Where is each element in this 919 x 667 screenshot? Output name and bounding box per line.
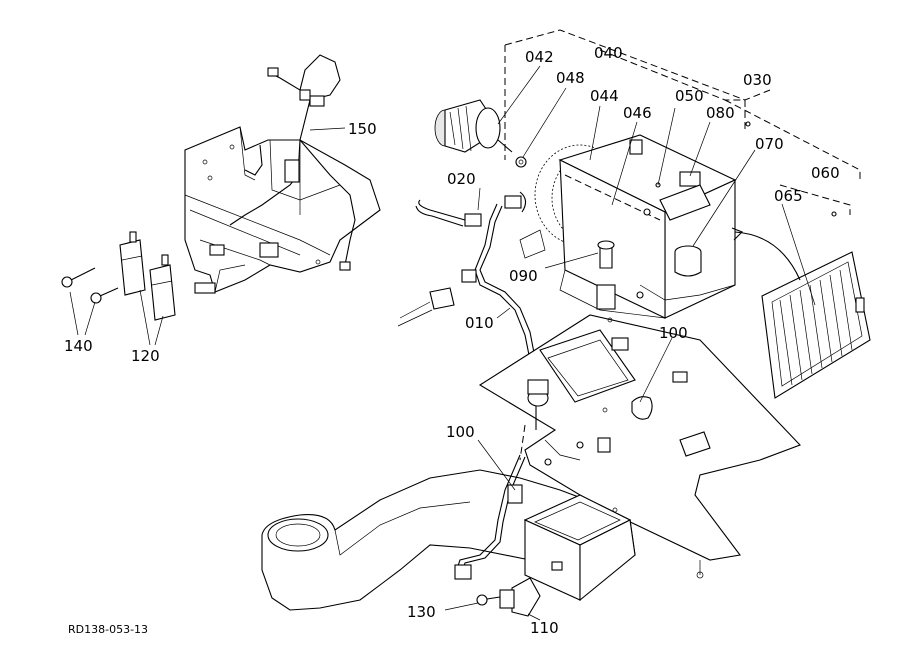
heater-box-part	[558, 134, 737, 319]
motor-part	[434, 99, 527, 168]
sensor-plug-part	[519, 379, 549, 461]
bracket-panel-assembly	[184, 54, 381, 294]
air-duct-part	[261, 469, 636, 611]
thermistor-part	[476, 577, 541, 617]
callout-120: 120	[131, 347, 160, 365]
callout-046: 046	[623, 104, 652, 122]
filter-part	[761, 211, 871, 399]
callout-042: 042	[525, 48, 554, 66]
leader-lines	[444, 65, 816, 621]
callout-140: 140	[64, 337, 93, 355]
callout-150: 150	[348, 120, 377, 138]
callout-065: 065	[774, 187, 803, 205]
callout-130: 130	[407, 603, 436, 621]
diagram-code: RD138-053-13	[68, 623, 148, 636]
callout-040: 040	[594, 44, 623, 62]
callout-030: 030	[743, 71, 772, 89]
base-plate-part	[478, 314, 801, 579]
callout-010: 010	[465, 314, 494, 332]
callout-044: 044	[590, 87, 619, 105]
callout-100-lower: 100	[446, 423, 475, 441]
callout-020: 020	[447, 170, 476, 188]
callout-090: 090	[509, 267, 538, 285]
callout-100-upper: 100	[659, 324, 688, 342]
callout-080: 080	[706, 104, 735, 122]
callout-labels: 042 040 048 030 044 050 046 080 150 070 …	[64, 44, 840, 637]
callout-110: 110	[530, 619, 559, 637]
screw-parts	[61, 267, 119, 304]
relay-parts	[119, 231, 176, 321]
callout-048: 048	[556, 69, 585, 87]
callout-060: 060	[811, 164, 840, 182]
callout-050: 050	[675, 87, 704, 105]
cable-harness-part	[397, 191, 541, 381]
callout-070: 070	[755, 135, 784, 153]
